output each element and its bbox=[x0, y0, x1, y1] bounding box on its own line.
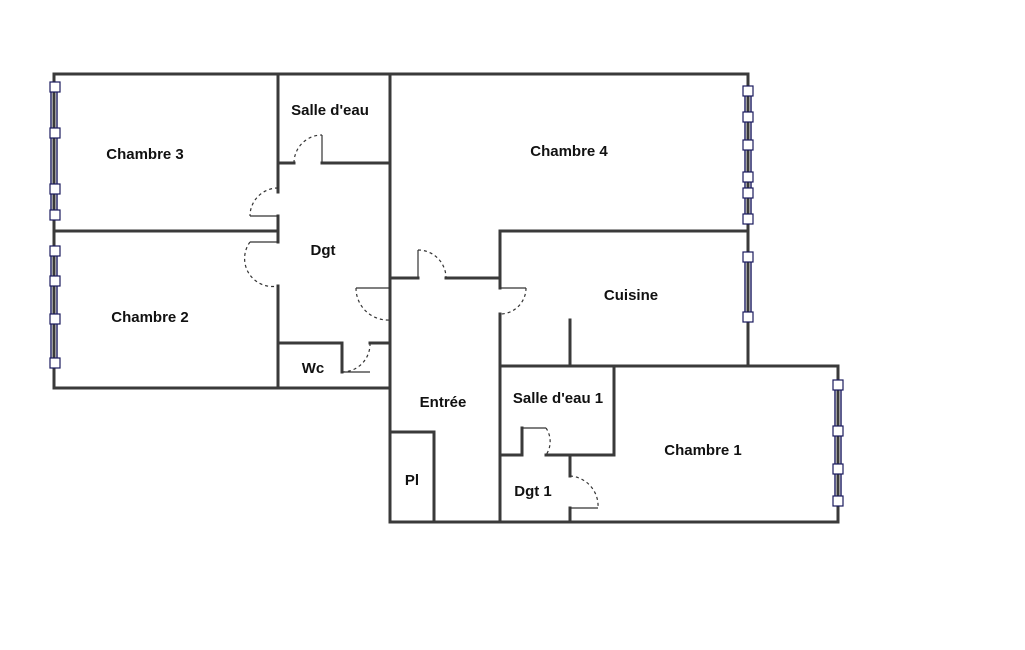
door-wc bbox=[341, 342, 371, 373]
window-chambre1 bbox=[832, 379, 844, 507]
room-labels: Chambre 3 Salle d'eau Chambre 4 Dgt Cham… bbox=[106, 102, 742, 500]
door-chambre3 bbox=[249, 187, 279, 217]
label-dgt-1: Dgt 1 bbox=[514, 483, 552, 500]
doors bbox=[244, 134, 599, 509]
door-dgt-entree bbox=[355, 287, 391, 321]
label-salle-deau: Salle d'eau bbox=[291, 102, 369, 119]
walls bbox=[52, 72, 840, 524]
label-dgt: Dgt bbox=[311, 242, 336, 259]
window-chambre2 bbox=[49, 245, 61, 369]
label-salle-deau-1: Salle d'eau 1 bbox=[513, 390, 603, 407]
door-salle-deau bbox=[293, 134, 323, 164]
window-chambre4 bbox=[742, 85, 754, 225]
label-chambre-1: Chambre 1 bbox=[664, 442, 742, 459]
label-chambre-2: Chambre 2 bbox=[111, 309, 189, 326]
door-chambre2 bbox=[244, 241, 279, 288]
label-wc: Wc bbox=[302, 360, 325, 377]
label-pl: Pl bbox=[405, 472, 419, 489]
window-chambre3 bbox=[49, 81, 61, 221]
door-entree-top bbox=[417, 249, 447, 279]
door-salle-deau-1 bbox=[522, 427, 551, 456]
door-chambre1 bbox=[569, 475, 599, 509]
label-chambre-4: Chambre 4 bbox=[530, 143, 608, 160]
label-cuisine: Cuisine bbox=[604, 287, 658, 304]
window-cuisine bbox=[742, 251, 754, 323]
windows bbox=[49, 81, 844, 507]
label-entree: Entrée bbox=[420, 394, 467, 411]
label-chambre-3: Chambre 3 bbox=[106, 146, 184, 163]
door-cuisine bbox=[499, 287, 527, 315]
